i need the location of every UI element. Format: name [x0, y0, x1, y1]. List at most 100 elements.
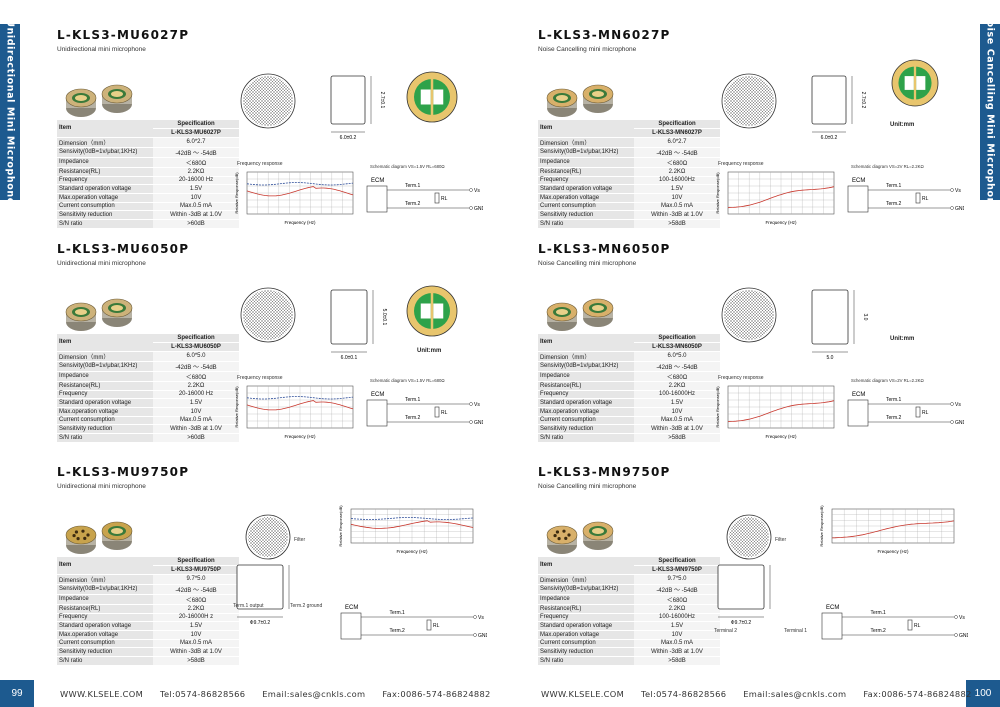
response-curve: [246, 400, 354, 411]
pcb-bottom-view: [406, 71, 458, 123]
spec-model: L-KLS3-MN6050P: [634, 342, 720, 352]
schematic-title: Schematic diagram VS=2V RL=2.2KΩ: [851, 378, 924, 383]
spec-row: S/N ratio>58dB: [57, 656, 239, 666]
spec-item-header: Item: [538, 334, 634, 352]
frequency-axis-label: Frequency (Hz): [765, 434, 797, 439]
spec-value: Max.0.5 mA: [153, 416, 239, 426]
spec-label: Sensitivity reduction: [57, 647, 153, 657]
filter-label: Filter: [294, 537, 306, 543]
spec-label: Max.operation voltage: [57, 407, 153, 417]
spec-spec-header: Specification: [634, 334, 720, 344]
spec-label: Dimension（mm）: [538, 137, 634, 148]
frequency-response-chart: Frequency (Hz)Relative Response(dB): [338, 505, 474, 554]
schematic-title: Schematic diagram VS=2V RL=2.2KΩ: [851, 164, 924, 169]
spec-row: S/N ratio>60dB: [57, 433, 239, 443]
spec-spec-header: Specification: [153, 557, 239, 567]
spec-row: Impedance＜680Ω: [538, 157, 720, 168]
term1-output-label: Term.1 output: [233, 603, 264, 609]
term1-label: Term.1: [390, 610, 406, 616]
spec-row: S/N ratio>60dB: [57, 219, 239, 229]
spec-label: Current consumption: [57, 202, 153, 212]
rl-label: RL: [433, 623, 440, 629]
dim-height-label: 5.0±0.1: [381, 309, 387, 326]
spec-value: 10V: [634, 193, 720, 203]
footer-email[interactable]: Email:sales@cnkls.com: [262, 689, 366, 699]
term2-label: Term.2: [405, 415, 421, 421]
mesh-top-view: [240, 73, 296, 129]
spec-value: -42dB ～ -54dB: [153, 361, 239, 372]
spec-spec-header: Specification: [153, 120, 239, 130]
spec-model: L-KLS3-MN9750P: [634, 565, 720, 575]
side-tab-left-label: Unidirectional Mini Microphone: [4, 19, 16, 205]
spec-label: Impedance: [538, 594, 634, 605]
spec-value: 2.2KΩ: [634, 167, 720, 177]
spec-label: Frequency: [57, 390, 153, 400]
footer-website[interactable]: WWW.KLSELE.COM: [60, 689, 144, 699]
spec-row: Impedance＜680Ω: [57, 157, 239, 168]
frequency-response-chart: Frequency (Hz)Relative Response(dB): [819, 505, 955, 554]
spec-spec-header: Specification: [634, 120, 720, 130]
spec-value: >58dB: [634, 219, 720, 229]
mic-photo: [546, 521, 614, 554]
spec-label: S/N ratio: [538, 433, 634, 443]
term1-label: Term.1: [871, 610, 887, 616]
photo-frame: [59, 66, 159, 126]
footer-website[interactable]: WWW.KLSELE.COM: [541, 689, 625, 699]
response-axis-label: Relative Response(dB): [819, 505, 824, 547]
footer-fax: Fax:0086-574-86824882: [863, 689, 972, 699]
ecm-label: ECM: [371, 392, 384, 398]
term2-label: Term.2: [886, 201, 902, 207]
spec-label: Frequency: [538, 390, 634, 400]
spec-value: 1.5V: [153, 398, 239, 408]
product-subtitle: Noise Cancelling mini microphone: [538, 483, 637, 490]
photo-frame: [59, 280, 159, 340]
spec-row: S/N ratio>58dB: [538, 433, 720, 443]
spec-label: S/N ratio: [57, 219, 153, 229]
product-title: L-KLS3-MN6050P: [538, 242, 671, 256]
spec-label: Impedance: [538, 157, 634, 168]
footer-fax: Fax:0086-574-86824882: [382, 689, 491, 699]
gnd-label: GND: [474, 206, 483, 212]
dim-height-label: 2.7±0.1: [379, 92, 385, 109]
pcb-bottom-view: [891, 59, 939, 107]
frequency-response-chart: Frequency (Hz)Relative Response(dB): [715, 171, 835, 225]
term1-label: Term.1: [886, 397, 902, 403]
spec-label: Sensitivity reduction: [538, 424, 634, 434]
spec-row: Resistance(RL)2.2KΩ: [57, 167, 239, 177]
spec-label: Frequency: [57, 176, 153, 186]
photo-frame: [540, 503, 640, 563]
footer-tel: Tel:0574-86828566: [160, 689, 246, 699]
spec-value: 6.0*5.0: [153, 351, 239, 362]
spec-label: Current consumption: [538, 639, 634, 649]
footer-contact-right: WWW.KLSELE.COM Tel:0574-86828566 Email:s…: [541, 689, 986, 699]
spec-value: 100-16000Hz: [634, 613, 720, 623]
term2-label: Term.2: [390, 628, 406, 634]
spec-value: 10V: [153, 193, 239, 203]
term2-label: Term.2: [886, 415, 902, 421]
spec-label: Impedance: [57, 594, 153, 605]
spec-value: 10V: [634, 630, 720, 640]
spec-value: 9.7*5.0: [153, 574, 239, 585]
spec-row: Impedance＜680Ω: [57, 371, 239, 382]
ecm-label: ECM: [345, 605, 358, 611]
spec-value: -42dB ～ -54dB: [634, 361, 720, 372]
terminal1-label: Terminal 1: [784, 628, 808, 634]
response-curve: [350, 520, 474, 529]
terminal2-label: Terminal 2: [714, 628, 738, 634]
ecm-label: ECM: [826, 605, 839, 611]
side-view-drawing: 2.7±0.16.0±0.2: [330, 75, 385, 140]
spec-label: Standard operation voltage: [57, 184, 153, 194]
response-axis-label: Relative Response(dB): [715, 386, 720, 428]
response-curve: [246, 186, 354, 197]
spec-item-header: Item: [57, 120, 153, 138]
footer-email[interactable]: Email:sales@cnkls.com: [743, 689, 847, 699]
rl-label: RL: [441, 196, 448, 202]
spec-label: Resistance(RL): [538, 167, 634, 177]
